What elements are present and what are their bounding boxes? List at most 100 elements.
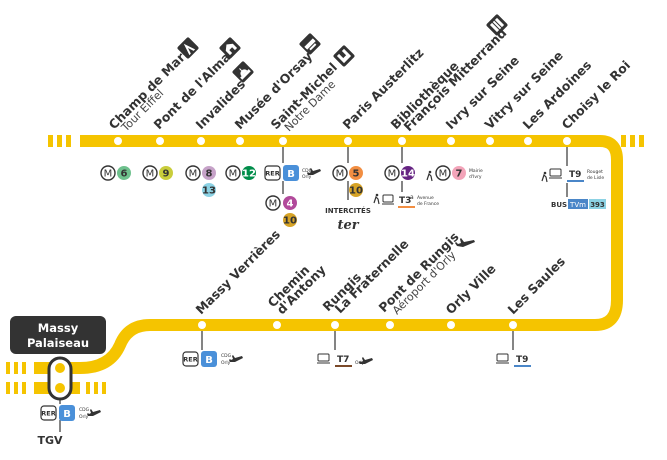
eiffel-tower-icon xyxy=(177,37,199,59)
svg-text:Orly: Orly xyxy=(302,174,312,180)
svg-text:13: 13 xyxy=(202,186,216,197)
station-orly-ville[interactable]: Orly Ville xyxy=(443,261,499,317)
svg-text:ter: ter xyxy=(337,218,359,233)
terminus-line2: Palaiseau xyxy=(27,336,89,350)
svg-text:M: M xyxy=(104,169,113,180)
track-loop xyxy=(34,135,623,374)
station-les-ardoines[interactable]: Les Ardoines xyxy=(520,57,595,132)
svg-text:8: 8 xyxy=(206,169,213,180)
tram-icon xyxy=(317,353,330,364)
svg-text:T9: T9 xyxy=(569,170,581,180)
plane-icon xyxy=(87,409,101,416)
station-choisy-le-roi[interactable]: Choisy le Roi xyxy=(559,58,634,133)
station-saint-michel[interactable]: Saint-Michel Notre Dame xyxy=(268,60,341,135)
svg-text:393: 393 xyxy=(590,201,605,209)
svg-text:12: 12 xyxy=(242,169,256,180)
library-icon xyxy=(486,14,508,36)
connection-paris-austerlitz[interactable]: M 5 10 INTERCITÉS ter xyxy=(325,165,371,233)
svg-text:4: 4 xyxy=(287,199,294,210)
station-pont-de-lalma[interactable]: Pont de l'Alma xyxy=(151,49,234,132)
svg-text:Mairie: Mairie xyxy=(469,168,483,174)
svg-text:RER: RER xyxy=(265,170,279,178)
svg-text:CDG: CDG xyxy=(221,353,232,359)
walk-icon xyxy=(541,173,548,183)
svg-text:Choisy le Roi: Choisy le Roi xyxy=(559,58,634,133)
dome-icon xyxy=(232,61,254,83)
svg-text:TVm: TVm xyxy=(569,201,586,209)
connection-ivry-sur-seine[interactable]: M 7 Mairie d'Ivry xyxy=(426,165,483,182)
connection-massy-verrieres[interactable]: RER B CDG Orly xyxy=(182,351,243,367)
svg-text:B: B xyxy=(205,355,213,366)
svg-text:7: 7 xyxy=(456,169,463,180)
cathedral-icon xyxy=(333,45,355,67)
svg-text:Champ de Mars: Champ de Mars xyxy=(106,44,194,132)
connection-musee-dorsay[interactable]: M 12 xyxy=(225,165,256,181)
station-chemin-dantony[interactable]: Chemin d'Antony xyxy=(265,262,329,317)
svg-text:de Lisle: de Lisle xyxy=(587,175,604,181)
connection-invalides[interactable]: M 8 13 xyxy=(185,165,216,197)
track-dashes xyxy=(6,135,644,394)
connection-rungis[interactable]: T7 Orly xyxy=(317,353,373,367)
svg-text:5: 5 xyxy=(353,169,360,180)
walk-icon xyxy=(426,172,433,182)
svg-text:Rouget: Rouget xyxy=(587,169,603,175)
monument-icon xyxy=(219,37,241,59)
connection-choisy-le-roi[interactable]: T9 Rouget de Lisle BUS TVm 393 xyxy=(541,168,606,209)
svg-text:M: M xyxy=(439,169,448,180)
svg-text:M: M xyxy=(229,169,238,180)
svg-text:TGV: TGV xyxy=(37,434,63,447)
svg-text:BUS: BUS xyxy=(551,201,567,209)
svg-text:a: a xyxy=(410,194,414,201)
svg-text:Orly: Orly xyxy=(221,360,231,366)
terminus-line1: Massy xyxy=(38,321,79,335)
svg-text:d'Ivry: d'Ivry xyxy=(469,174,482,180)
svg-text:9: 9 xyxy=(163,169,170,180)
monument-icons xyxy=(177,14,508,83)
svg-text:M: M xyxy=(336,169,345,180)
top-station-dots xyxy=(112,135,573,147)
svg-text:B: B xyxy=(63,409,71,420)
svg-text:Les Ardoines: Les Ardoines xyxy=(520,57,595,132)
svg-text:Avenue: Avenue xyxy=(417,195,434,201)
svg-text:CDG: CDG xyxy=(302,168,313,174)
museum-icon xyxy=(299,33,321,55)
tram-icon xyxy=(382,194,394,205)
bottom-station-dots xyxy=(196,319,519,331)
svg-text:10: 10 xyxy=(283,216,297,227)
connection-saint-michel[interactable]: RER B CDG Orly M 4 10 xyxy=(264,165,321,227)
svg-text:Pont de l'Alma: Pont de l'Alma xyxy=(151,49,234,132)
tram-icon xyxy=(496,353,509,364)
svg-text:10: 10 xyxy=(349,186,363,197)
svg-text:de France: de France xyxy=(417,201,439,207)
svg-text:M: M xyxy=(189,169,198,180)
walk-icon xyxy=(373,195,380,205)
svg-text:INTERCITÉS: INTERCITÉS xyxy=(325,206,371,215)
svg-text:M: M xyxy=(269,199,278,210)
plane-icon xyxy=(455,238,475,247)
connection-les-saules[interactable]: T9 xyxy=(496,353,531,367)
connection-champ-de-mars[interactable]: M 6 xyxy=(100,165,131,181)
connection-massy-palaiseau[interactable]: RER B CDG Orly TGV xyxy=(37,405,101,447)
svg-text:RER: RER xyxy=(41,410,55,418)
svg-text:CDG: CDG xyxy=(79,407,90,413)
top-connector-ticks xyxy=(282,147,568,200)
terminus-massy-palaiseau[interactable]: Massy Palaiseau xyxy=(10,316,106,354)
station-les-saules[interactable]: Les Saules xyxy=(505,254,568,317)
svg-text:6: 6 xyxy=(121,169,128,180)
svg-text:Orly Ville: Orly Ville xyxy=(443,261,499,317)
svg-text:M: M xyxy=(388,169,397,180)
svg-text:T3: T3 xyxy=(399,196,411,206)
tram-icon xyxy=(549,168,562,179)
svg-text:B: B xyxy=(287,169,295,180)
svg-text:T7: T7 xyxy=(337,355,349,365)
connection-bibliotheque[interactable]: M 14 T3 a Avenue de France xyxy=(373,165,439,208)
plane-icon xyxy=(307,168,321,175)
massy-station-marker[interactable] xyxy=(47,356,73,401)
svg-text:M: M xyxy=(146,169,155,180)
svg-text:Orly: Orly xyxy=(79,414,89,420)
svg-text:14: 14 xyxy=(401,169,415,180)
plane-icon xyxy=(359,357,373,364)
svg-text:Les Saules: Les Saules xyxy=(505,254,568,317)
connection-pont-de-lalma[interactable]: M 9 xyxy=(142,165,173,181)
